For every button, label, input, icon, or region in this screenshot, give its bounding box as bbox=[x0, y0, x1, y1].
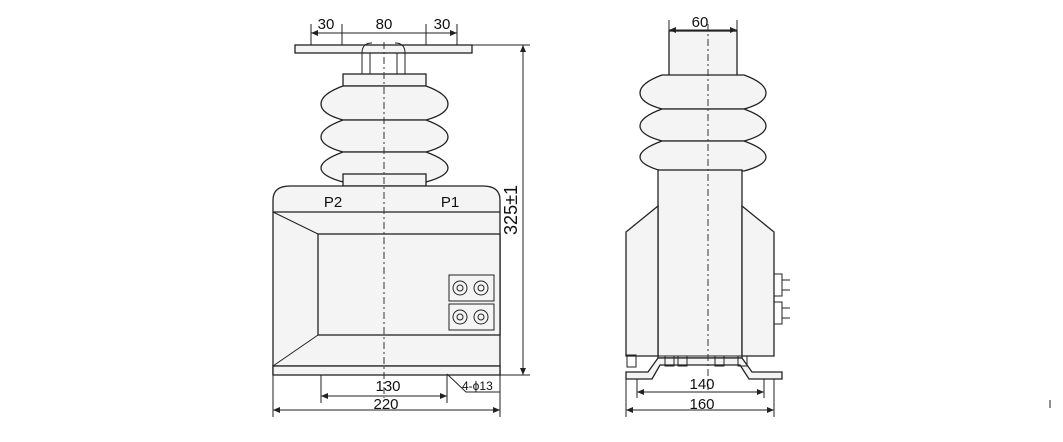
dim-side-mount-spacing: 140 bbox=[689, 376, 714, 393]
front-body bbox=[272, 185, 501, 376]
side-view: 60 140 160 bbox=[625, 14, 790, 417]
side-secondary-terminals bbox=[773, 273, 790, 325]
dim-side-base-width: 160 bbox=[689, 396, 714, 413]
dim-hole-spec: 4-ϕ13 bbox=[462, 379, 493, 393]
side-insulator bbox=[639, 74, 767, 172]
side-top-terminal bbox=[668, 30, 738, 77]
side-mounting-feet bbox=[625, 354, 783, 380]
side-top-dimension bbox=[668, 20, 738, 33]
label-p1: P1 bbox=[441, 194, 459, 211]
front-bottom-dimensions bbox=[272, 373, 501, 417]
side-bottom-dimensions bbox=[625, 379, 775, 417]
side-body bbox=[625, 169, 775, 359]
front-height-dimension bbox=[472, 44, 530, 376]
dim-side-top: 60 bbox=[692, 14, 709, 31]
front-top-dimensions bbox=[310, 24, 458, 45]
dim-top-right: 30 bbox=[434, 16, 451, 33]
front-secondary-terminals bbox=[448, 274, 495, 331]
dim-top-left: 30 bbox=[318, 16, 335, 33]
dim-height: 325±1 bbox=[501, 185, 521, 235]
front-view: P2 P1 30 80 30 325±1 130 4-ϕ13 220 bbox=[272, 16, 530, 417]
dim-top-center: 80 bbox=[376, 16, 393, 33]
label-p2: P2 bbox=[324, 194, 342, 211]
dim-mount-spacing: 130 bbox=[375, 378, 400, 395]
dim-base-width: 220 bbox=[373, 396, 398, 413]
